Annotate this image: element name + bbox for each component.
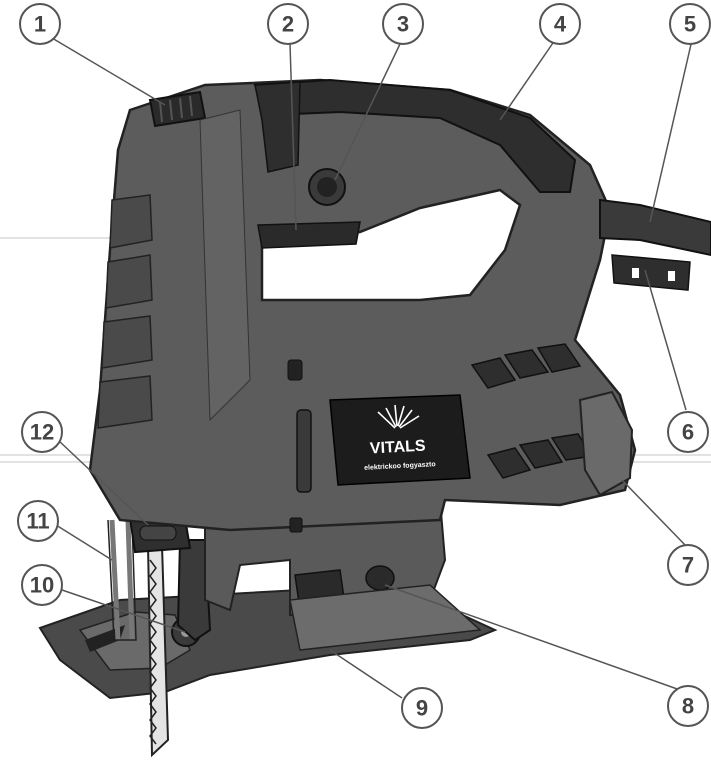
svg-text:11: 11: [26, 509, 49, 534]
front-grip-ribs: [97, 194, 153, 429]
svg-text:4: 4: [554, 12, 567, 37]
svg-text:7: 7: [682, 553, 694, 578]
blade-clamp-screw: [139, 525, 177, 541]
callout-4: 4: [539, 3, 581, 45]
power-cord: [599, 198, 711, 257]
svg-text:1: 1: [34, 12, 46, 37]
roller-bracket: [176, 539, 212, 642]
cord-clamp-slot-2: [668, 271, 675, 281]
cord-clamp: [611, 254, 691, 291]
trigger: [257, 221, 361, 249]
side-switch: [287, 359, 303, 381]
lock-button-center: [317, 177, 337, 197]
brand-label-plate: [329, 394, 471, 486]
svg-text:9: 9: [416, 696, 428, 721]
callout-7: 7: [667, 544, 709, 586]
speed-wheel-ridges: [159, 95, 193, 123]
callout-5: 5: [669, 3, 711, 45]
blade-guard-wire: [109, 519, 135, 641]
callout-11: 11: [17, 500, 59, 542]
svg-text:6: 6: [682, 420, 694, 445]
svg-text:8: 8: [682, 694, 694, 719]
handle-grip: [253, 78, 577, 193]
lower-small-button: [289, 517, 303, 533]
front-face: [199, 109, 251, 422]
vitals-logo-icon: [377, 404, 420, 429]
dust-port: [578, 390, 634, 497]
callout-2: 2: [267, 3, 309, 45]
jigsaw-illustration-icon: VITALS elektrickoo fogyaszto: [38, 78, 711, 758]
saw-teeth: [149, 559, 157, 745]
handle-grip-front: [254, 81, 301, 173]
brand-logo-text: VITALS: [370, 438, 427, 458]
brand-tagline: elektrickoo fogyaszto: [364, 461, 436, 472]
base-slot: [85, 625, 125, 652]
callout-1: 1: [19, 3, 61, 45]
svg-text:12: 12: [30, 420, 54, 445]
callout-12: 12: [21, 411, 63, 453]
leader-lines: [51, 37, 693, 699]
callout-3: 3: [382, 3, 424, 45]
indicator-strip: [296, 409, 312, 493]
background-lines: [0, 237, 711, 463]
svg-text:3: 3: [397, 12, 409, 37]
blade-guard-wire-outline: [107, 519, 137, 641]
handle-opening: [260, 188, 522, 302]
cord-clamp-slot-1: [632, 268, 639, 278]
callout-6: 6: [667, 411, 709, 453]
callout-9: 9: [401, 687, 443, 729]
svg-text:2: 2: [282, 12, 294, 37]
callout-10: 10: [21, 564, 63, 606]
callout-8: 8: [667, 685, 709, 727]
svg-text:5: 5: [684, 12, 696, 37]
svg-text:10: 10: [30, 573, 54, 598]
